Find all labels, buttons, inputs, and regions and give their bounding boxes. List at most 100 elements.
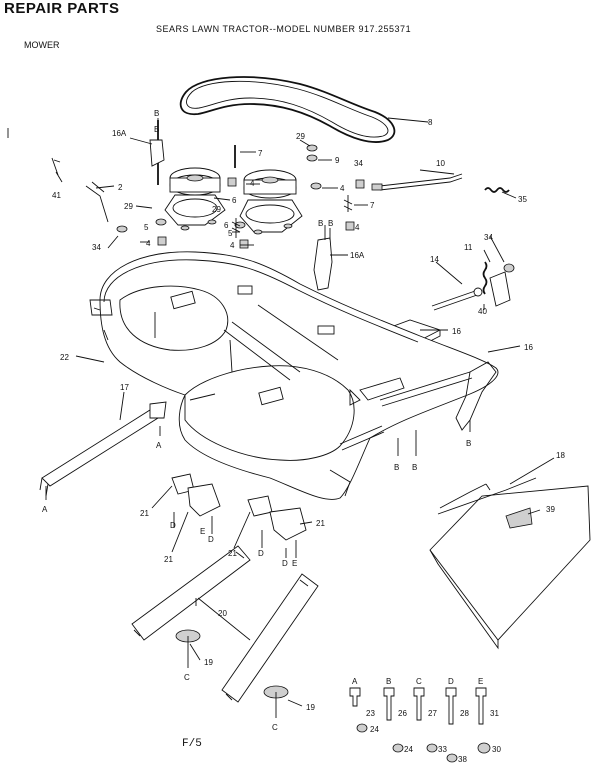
leader-lines bbox=[45, 117, 555, 718]
section-label: MOWER bbox=[24, 40, 60, 50]
callout: 16A bbox=[350, 251, 365, 260]
callout: 4 bbox=[250, 179, 255, 188]
letter-key: D bbox=[170, 521, 176, 530]
callout: 4 bbox=[355, 223, 360, 232]
letter-key: B bbox=[466, 439, 471, 448]
rod-2 bbox=[85, 181, 109, 223]
callout: 21 bbox=[316, 519, 325, 528]
legend-bolt-number: 23 bbox=[366, 709, 375, 718]
callout: 6 bbox=[232, 196, 237, 205]
discharge-chute bbox=[429, 477, 591, 650]
legend-nut-number: 33 bbox=[438, 745, 447, 754]
callout: 41 bbox=[52, 191, 61, 200]
letter-key: B bbox=[394, 463, 399, 472]
callout: 21 bbox=[164, 555, 173, 564]
letter-key: C bbox=[184, 673, 190, 682]
letter-key: D bbox=[282, 559, 288, 568]
legend-bolt-number: 26 bbox=[398, 709, 407, 718]
callout: 18 bbox=[556, 451, 565, 460]
callout: 29 bbox=[124, 202, 133, 211]
mower-deck-housing bbox=[89, 251, 499, 500]
callout: 14 bbox=[430, 255, 439, 264]
pin-41 bbox=[51, 157, 61, 176]
callout: 7 bbox=[370, 201, 375, 210]
legend-letter: D bbox=[448, 677, 454, 686]
hardware-legend-art bbox=[349, 687, 491, 763]
legend-nut-number: 24 bbox=[404, 745, 413, 754]
legend-bolt-number: 31 bbox=[490, 709, 499, 718]
letter-key: B bbox=[154, 109, 159, 118]
callout: 19 bbox=[204, 658, 213, 667]
callout: 8 bbox=[428, 118, 433, 127]
drive-belt bbox=[179, 76, 396, 143]
letter-key: B bbox=[318, 219, 323, 228]
callout: 7 bbox=[258, 149, 263, 158]
callout: 22 bbox=[60, 353, 69, 362]
letter-key: A bbox=[42, 505, 48, 514]
hardware-legend: A 23 24 B 26 24 C 27 33 D 28 38 E 31 30 bbox=[352, 677, 501, 764]
bracket-16a-right bbox=[313, 237, 333, 291]
callout: 4 bbox=[340, 184, 345, 193]
legend-letter: A bbox=[352, 677, 358, 686]
letter-key: D bbox=[208, 535, 214, 544]
callout: 5 bbox=[228, 229, 233, 238]
legend-nut-number: 30 bbox=[492, 745, 501, 754]
callout: 19 bbox=[306, 703, 315, 712]
callout: 16A bbox=[112, 129, 127, 138]
letter-key: E bbox=[200, 527, 205, 536]
callout: 29 bbox=[296, 132, 305, 141]
mower-blades bbox=[131, 545, 319, 703]
legend-letter: B bbox=[386, 677, 391, 686]
callout: 4 bbox=[146, 239, 151, 248]
upper-hardware bbox=[116, 120, 365, 249]
callout: 9 bbox=[335, 156, 340, 165]
letter-key: D bbox=[258, 549, 264, 558]
legend-nut-number: 24 bbox=[370, 725, 379, 734]
washer-40 bbox=[473, 287, 483, 297]
callout: 6 bbox=[224, 221, 229, 230]
blade-adapters bbox=[171, 473, 307, 550]
letter-key: C bbox=[272, 723, 278, 732]
page-title: REPAIR PARTS bbox=[4, 0, 120, 17]
callout: 34 bbox=[484, 233, 493, 242]
callout: 21 bbox=[140, 509, 149, 518]
callout: 34 bbox=[354, 159, 363, 168]
letter-key: A bbox=[156, 441, 162, 450]
legend-bolt-number: 28 bbox=[460, 709, 469, 718]
legend-letter: C bbox=[416, 677, 422, 686]
callout: 20 bbox=[218, 609, 227, 618]
letter-key: E bbox=[292, 559, 297, 568]
callout: 39 bbox=[546, 505, 555, 514]
legend-nut-number: 38 bbox=[458, 755, 467, 764]
callout: 2 bbox=[118, 183, 123, 192]
letter-key: B bbox=[154, 125, 159, 134]
callout: 4 bbox=[230, 241, 235, 250]
callout: 16 bbox=[524, 343, 533, 352]
model-subtitle: SEARS LAWN TRACTOR--MODEL NUMBER 917.255… bbox=[156, 24, 412, 34]
callout: 17 bbox=[120, 383, 129, 392]
belt-guide-rod bbox=[371, 173, 463, 191]
letter-key: B bbox=[328, 219, 333, 228]
left-pulley-spindle bbox=[164, 167, 226, 231]
callout: 35 bbox=[518, 195, 527, 204]
lift-link-17 bbox=[39, 401, 167, 497]
legend-bolt-number: 27 bbox=[428, 709, 437, 718]
callout-numbers: 8 16A 7 29 9 34 10 41 2 4 4 35 29 6 7 4 … bbox=[52, 118, 565, 712]
callout: 10 bbox=[436, 159, 445, 168]
right-pulley-spindle bbox=[239, 169, 303, 235]
page-footer: F/5 bbox=[182, 738, 202, 750]
letter-key: B bbox=[412, 463, 417, 472]
callout: 5 bbox=[144, 223, 149, 232]
callout: 34 bbox=[92, 243, 101, 252]
callout: 40 bbox=[478, 307, 487, 316]
callout: 21 bbox=[228, 549, 237, 558]
fastener-letters: B B B B B B B A A D D D D E E C C bbox=[42, 109, 471, 732]
legend-letter: E bbox=[478, 677, 483, 686]
rod-14 bbox=[431, 289, 481, 311]
callout: 16 bbox=[452, 327, 461, 336]
callout: 11 bbox=[464, 243, 473, 252]
spring-11 bbox=[482, 261, 488, 295]
spring-35 bbox=[484, 187, 510, 193]
